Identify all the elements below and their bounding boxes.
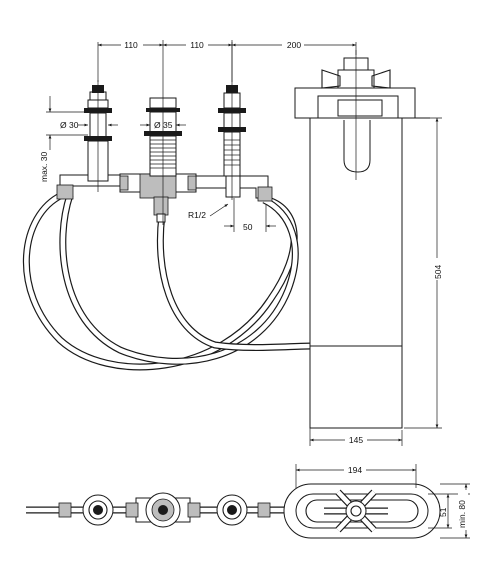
dim-min-80: min. 80: [457, 500, 467, 528]
max-height-dim: [46, 96, 88, 150]
valve-pipework: [56, 173, 273, 223]
dim-spout-height: 504: [433, 265, 443, 279]
dim-spout-width: 145: [349, 435, 363, 445]
dim-thread: R1/2: [188, 210, 206, 220]
dim-plate-length: 194: [348, 465, 362, 475]
center-valve: [144, 40, 182, 225]
plan-view: [26, 483, 441, 539]
dim-spout-offset: 200: [287, 40, 301, 50]
dim-max-30: max. 30: [39, 151, 49, 182]
left-valve: [84, 80, 112, 192]
dim-plate-height: 51: [438, 507, 448, 517]
dim-diameter-30: Ø 30: [60, 120, 79, 130]
dim-spacing-right: 110: [190, 40, 204, 50]
thread-and-offset-dims: [209, 198, 276, 232]
spout-body: [294, 50, 430, 429]
dim-spacing-left: 110: [124, 40, 138, 50]
hose-loops: [23, 191, 313, 371]
dim-offset-50: 50: [243, 222, 253, 232]
dim-diameter-35: Ø 35: [154, 120, 173, 130]
right-valve: [218, 40, 246, 200]
